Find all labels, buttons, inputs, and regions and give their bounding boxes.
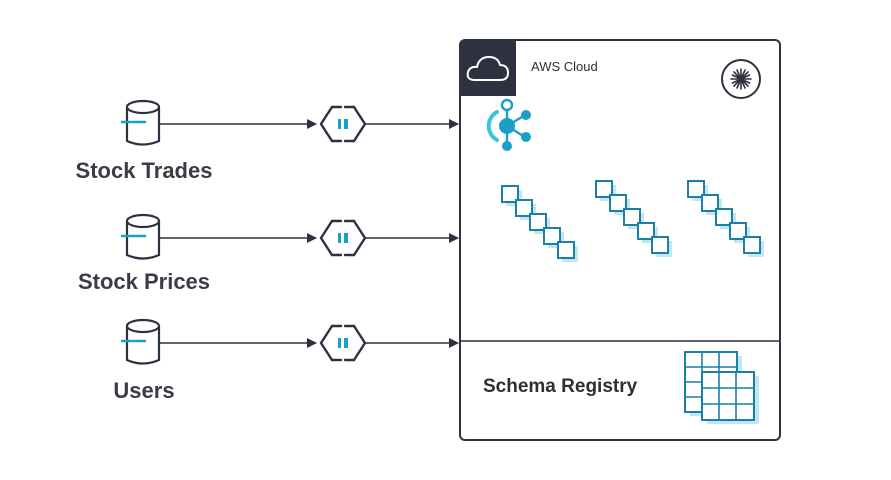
database-icon xyxy=(120,213,161,260)
schema-registry-label: Schema Registry xyxy=(483,376,638,397)
cloud-icon xyxy=(466,56,509,81)
source-label-stock-prices: Stock Prices xyxy=(77,269,211,294)
confluent-logo-icon xyxy=(721,59,761,99)
aws-cloud-container xyxy=(459,39,781,441)
connector-icon xyxy=(319,324,367,362)
database-icon xyxy=(120,99,161,146)
kafka-cluster-icon xyxy=(486,98,531,151)
database-icon xyxy=(120,318,161,365)
connector-icon xyxy=(319,105,367,143)
source-label-stock-trades: Stock Trades xyxy=(75,158,213,183)
aws-cloud-title: AWS Cloud xyxy=(531,59,598,74)
schema-registry-icon xyxy=(684,351,759,424)
source-label-users: Users xyxy=(113,378,175,403)
cloud-badge xyxy=(460,40,516,96)
connector-icon xyxy=(319,219,367,257)
